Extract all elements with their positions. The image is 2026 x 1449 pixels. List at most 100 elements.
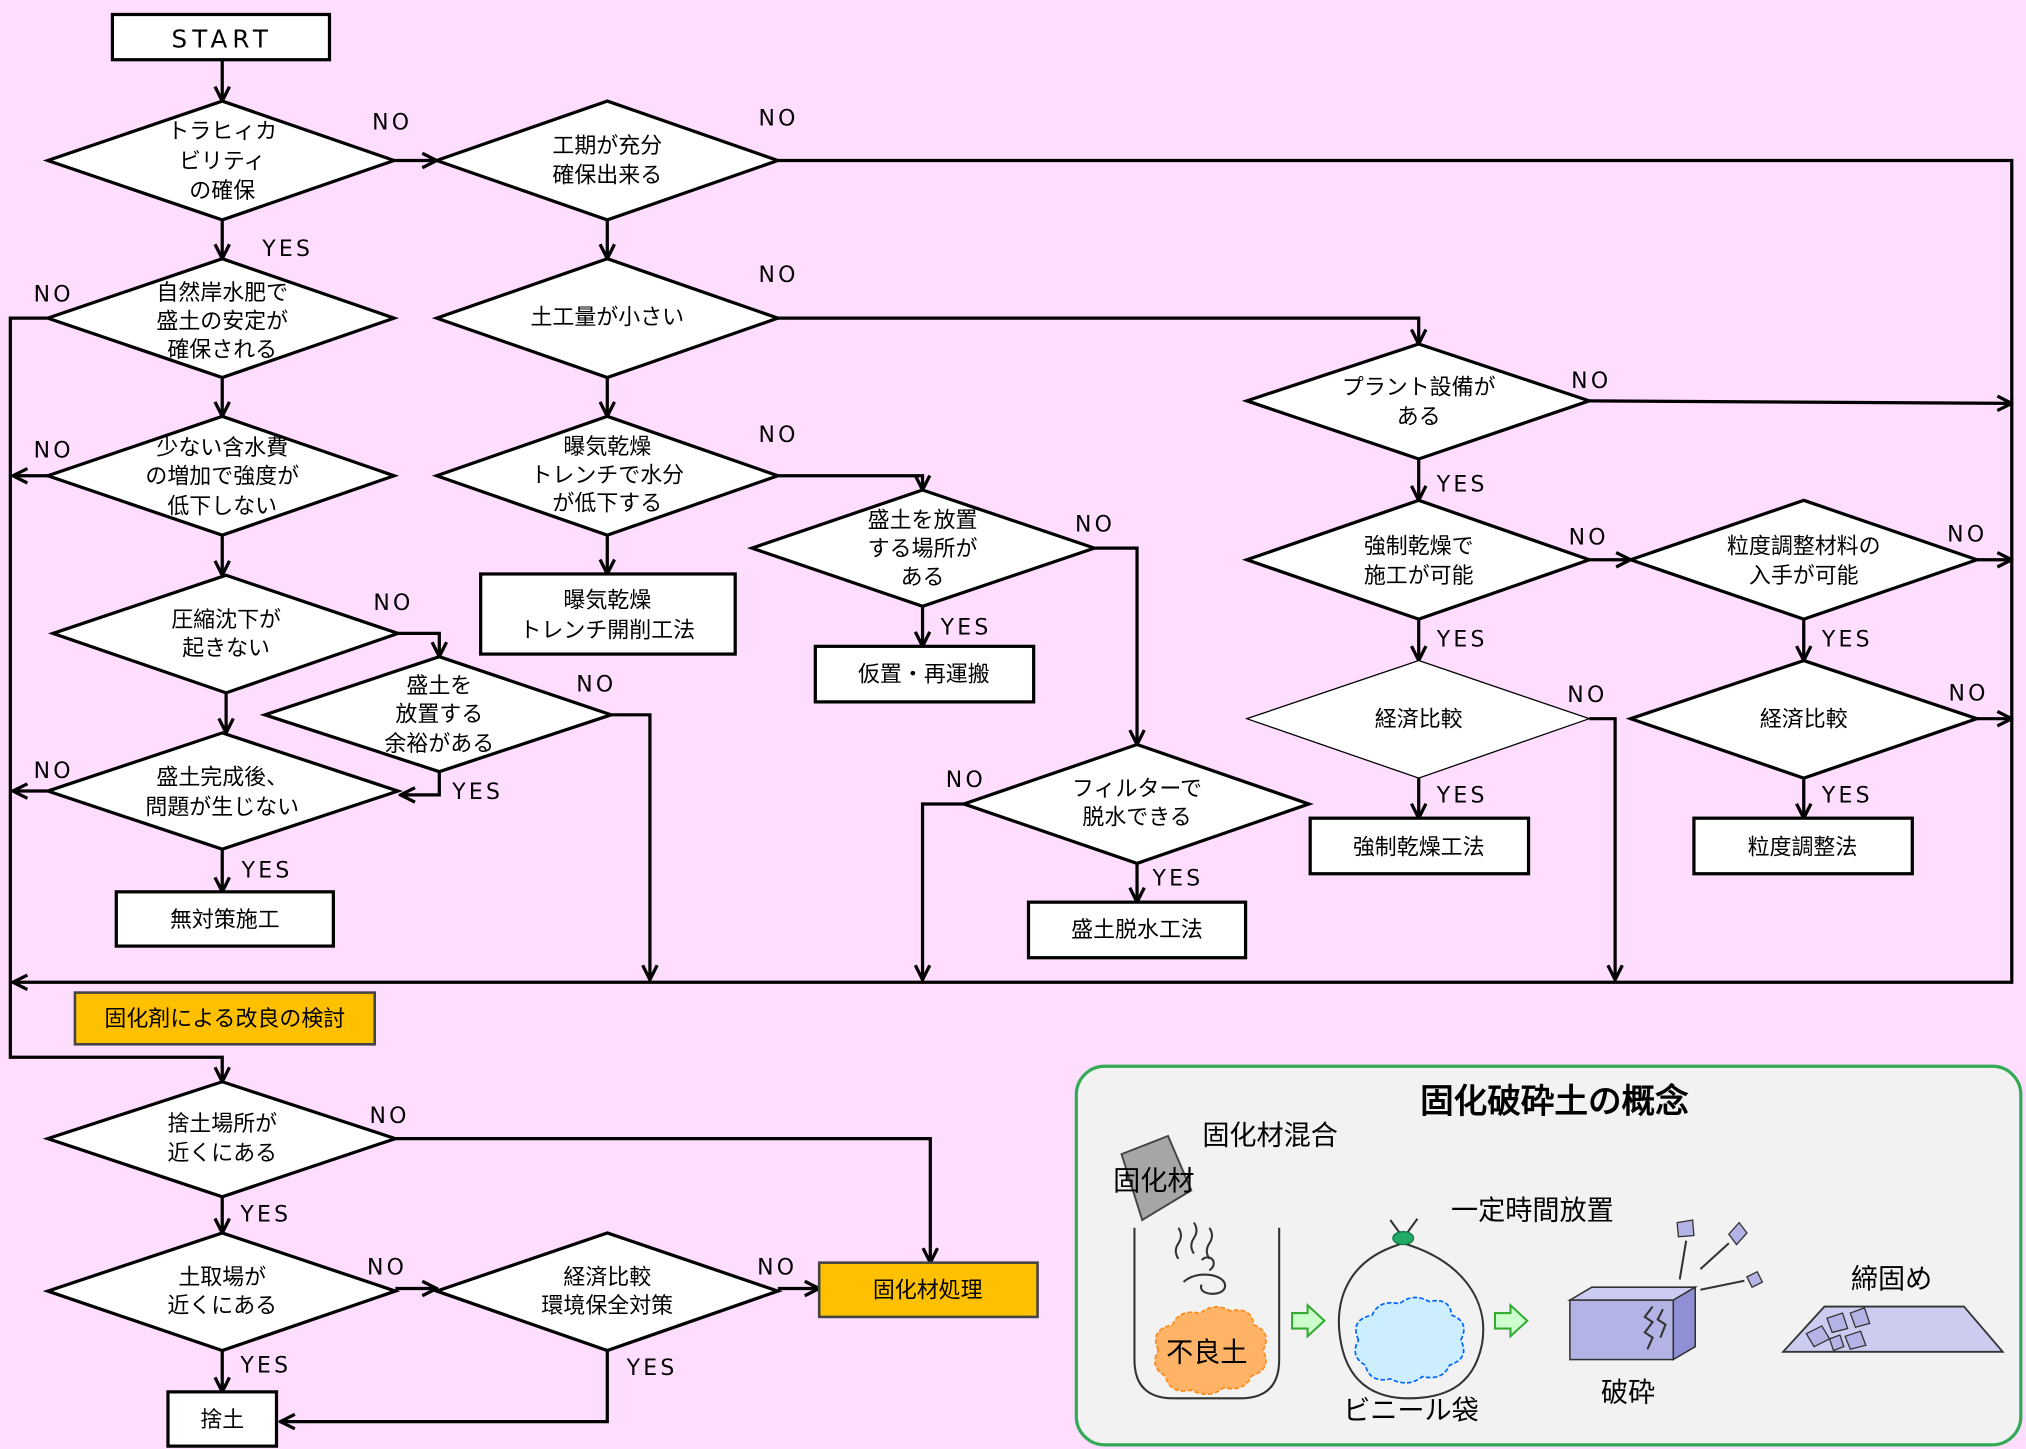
decision-text: 入手が可能 — [1749, 564, 1859, 589]
decision-diamond — [746, 488, 1100, 608]
connector — [923, 802, 964, 980]
yes-label: YES — [626, 1356, 678, 1381]
decision-text: プラント設備が — [1342, 375, 1496, 400]
no-label: NO — [1947, 523, 1987, 548]
yes-label: YES — [1436, 472, 1488, 497]
yes-label: YES — [241, 859, 293, 884]
decision-economy-grading: 経済比較 — [1625, 658, 1982, 780]
plastic-bag-icon — [1337, 1242, 1485, 1400]
yes-label: YES — [1821, 784, 1873, 809]
decision-text: フィルターで — [1072, 777, 1202, 802]
no-label: NO — [1569, 525, 1609, 550]
highlight-box — [817, 1261, 1039, 1319]
process-text: 盛土脱水工法 — [1071, 918, 1203, 943]
decision-text: 経済比較 — [1375, 707, 1463, 732]
decision-text: トレンチで水分 — [530, 463, 684, 488]
no-label: NO — [576, 673, 616, 698]
decision-text: 土取場が — [178, 1266, 266, 1291]
decision-diamond — [42, 414, 400, 537]
no-label: NO — [758, 263, 798, 288]
start-terminal: START — [110, 12, 332, 62]
decision-text: 起きない — [182, 636, 270, 661]
decision-diamond — [1244, 659, 1592, 779]
process-forced-drying-method: 強制乾燥工法 — [1308, 816, 1531, 876]
decision-diamond — [431, 414, 783, 537]
decision-text: 施工が可能 — [1364, 564, 1474, 589]
curing-label: 一定時間放置 — [1451, 1195, 1614, 1226]
connector — [280, 1350, 609, 1422]
decision-plant: プラント設備が ある — [1241, 342, 1595, 461]
decision-text: 近くにある — [167, 1294, 277, 1319]
decision-post-completion: 盛土完成後、 問題が生じない — [42, 731, 404, 851]
decision-diamond — [431, 1231, 783, 1353]
process-no-measures: 無対策施工 — [114, 890, 335, 948]
decision-text: 強制乾燥で — [1364, 534, 1474, 559]
connectors — [8, 59, 2014, 1422]
decision-text: 盛土の安定が — [156, 310, 288, 335]
connector — [397, 631, 439, 656]
no-label: NO — [946, 768, 986, 793]
right-rail-connector — [13, 158, 2014, 983]
decision-diamond — [42, 99, 400, 222]
decision-economy-environment: 経済比較 環境保全対策 — [431, 1231, 783, 1353]
process-box — [479, 572, 737, 656]
decision-text: 経済比較 — [563, 1266, 651, 1291]
decision-text: 問題が生じない — [145, 795, 299, 820]
decision-diamond — [42, 256, 400, 380]
yes-label: YES — [239, 1202, 291, 1227]
process-text: 仮置・再運搬 — [858, 662, 990, 687]
no-label: NO — [1567, 683, 1607, 708]
connector — [1094, 546, 1137, 744]
yes-label: YES — [1152, 866, 1204, 891]
decision-economy-drying: 経済比較 — [1244, 659, 1592, 779]
process-dewatering: 盛土脱水工法 — [1026, 900, 1248, 960]
arrow-right-icon — [1291, 1302, 1326, 1339]
decision-text: 粒度調整材料の — [1727, 534, 1881, 559]
yes-label: YES — [239, 1354, 291, 1379]
process-text: 固化剤による改良の検討 — [104, 1007, 345, 1032]
process-grading-method: 粒度調整法 — [1692, 816, 1914, 876]
decision-forced-drying: 強制乾燥で 施工が可能 — [1241, 498, 1595, 621]
mixing-label: 固化材混合 — [1202, 1121, 1338, 1152]
yes-label: YES — [1436, 627, 1488, 652]
concept-panel: 固化破砕土の概念 固化材混合 固化材 不良土 一定時間放置 ビニール袋 — [1074, 1064, 2023, 1447]
no-label: NO — [758, 107, 798, 132]
decision-text: の増加で強度が — [145, 465, 299, 490]
yes-label: YES — [1436, 784, 1488, 809]
no-label: NO — [34, 439, 74, 464]
yes-label: YES — [940, 616, 992, 641]
process-aeration-trench: 曝気乾燥 トレンチ開削工法 — [479, 572, 737, 656]
bad-soil-label: 不良土 — [1166, 1338, 1247, 1369]
decision-text: 自然岸水肥で — [156, 281, 288, 306]
no-label: NO — [757, 1255, 797, 1280]
process-box — [114, 890, 335, 948]
treated-soil-cloud-icon — [1354, 1296, 1465, 1384]
no-label: NO — [1948, 682, 1988, 707]
decision-diamond — [47, 573, 403, 695]
decision-text: 低下しない — [167, 494, 277, 519]
decision-natural-stability: 自然岸水肥で 盛土の安定が 確保される — [42, 256, 400, 380]
no-label: NO — [34, 759, 74, 784]
decision-text: 確保出来る — [552, 164, 662, 189]
no-label: NO — [1571, 369, 1611, 394]
decision-text: 土工量が小さい — [530, 306, 684, 331]
decision-text: トラヒィカ — [167, 120, 277, 145]
decision-text: 確保される — [167, 338, 277, 363]
process-text: トレンチ開削工法 — [519, 618, 695, 643]
process-text: 強制乾燥工法 — [1353, 835, 1485, 860]
process-box — [1308, 816, 1531, 876]
process-text: 捨土 — [200, 1408, 244, 1433]
decision-text: 放置する — [395, 702, 483, 727]
decision-borrow-pit: 土取場が 近くにある — [42, 1231, 401, 1353]
decision-filter: フィルターで 脱水できる — [958, 742, 1314, 866]
process-text: 無対策施工 — [170, 908, 280, 933]
decision-text: 脱水できる — [1082, 806, 1191, 831]
compacted-layer-icon — [1781, 1305, 2005, 1353]
decision-diamond — [1625, 658, 1982, 780]
decision-text: 捨土場所が — [167, 1112, 277, 1137]
plastic-bag-label: ビニール袋 — [1343, 1396, 1479, 1427]
process-text: 曝気乾燥 — [563, 589, 651, 614]
connector — [1589, 717, 1615, 980]
decision-text: ビリティ — [179, 149, 266, 174]
